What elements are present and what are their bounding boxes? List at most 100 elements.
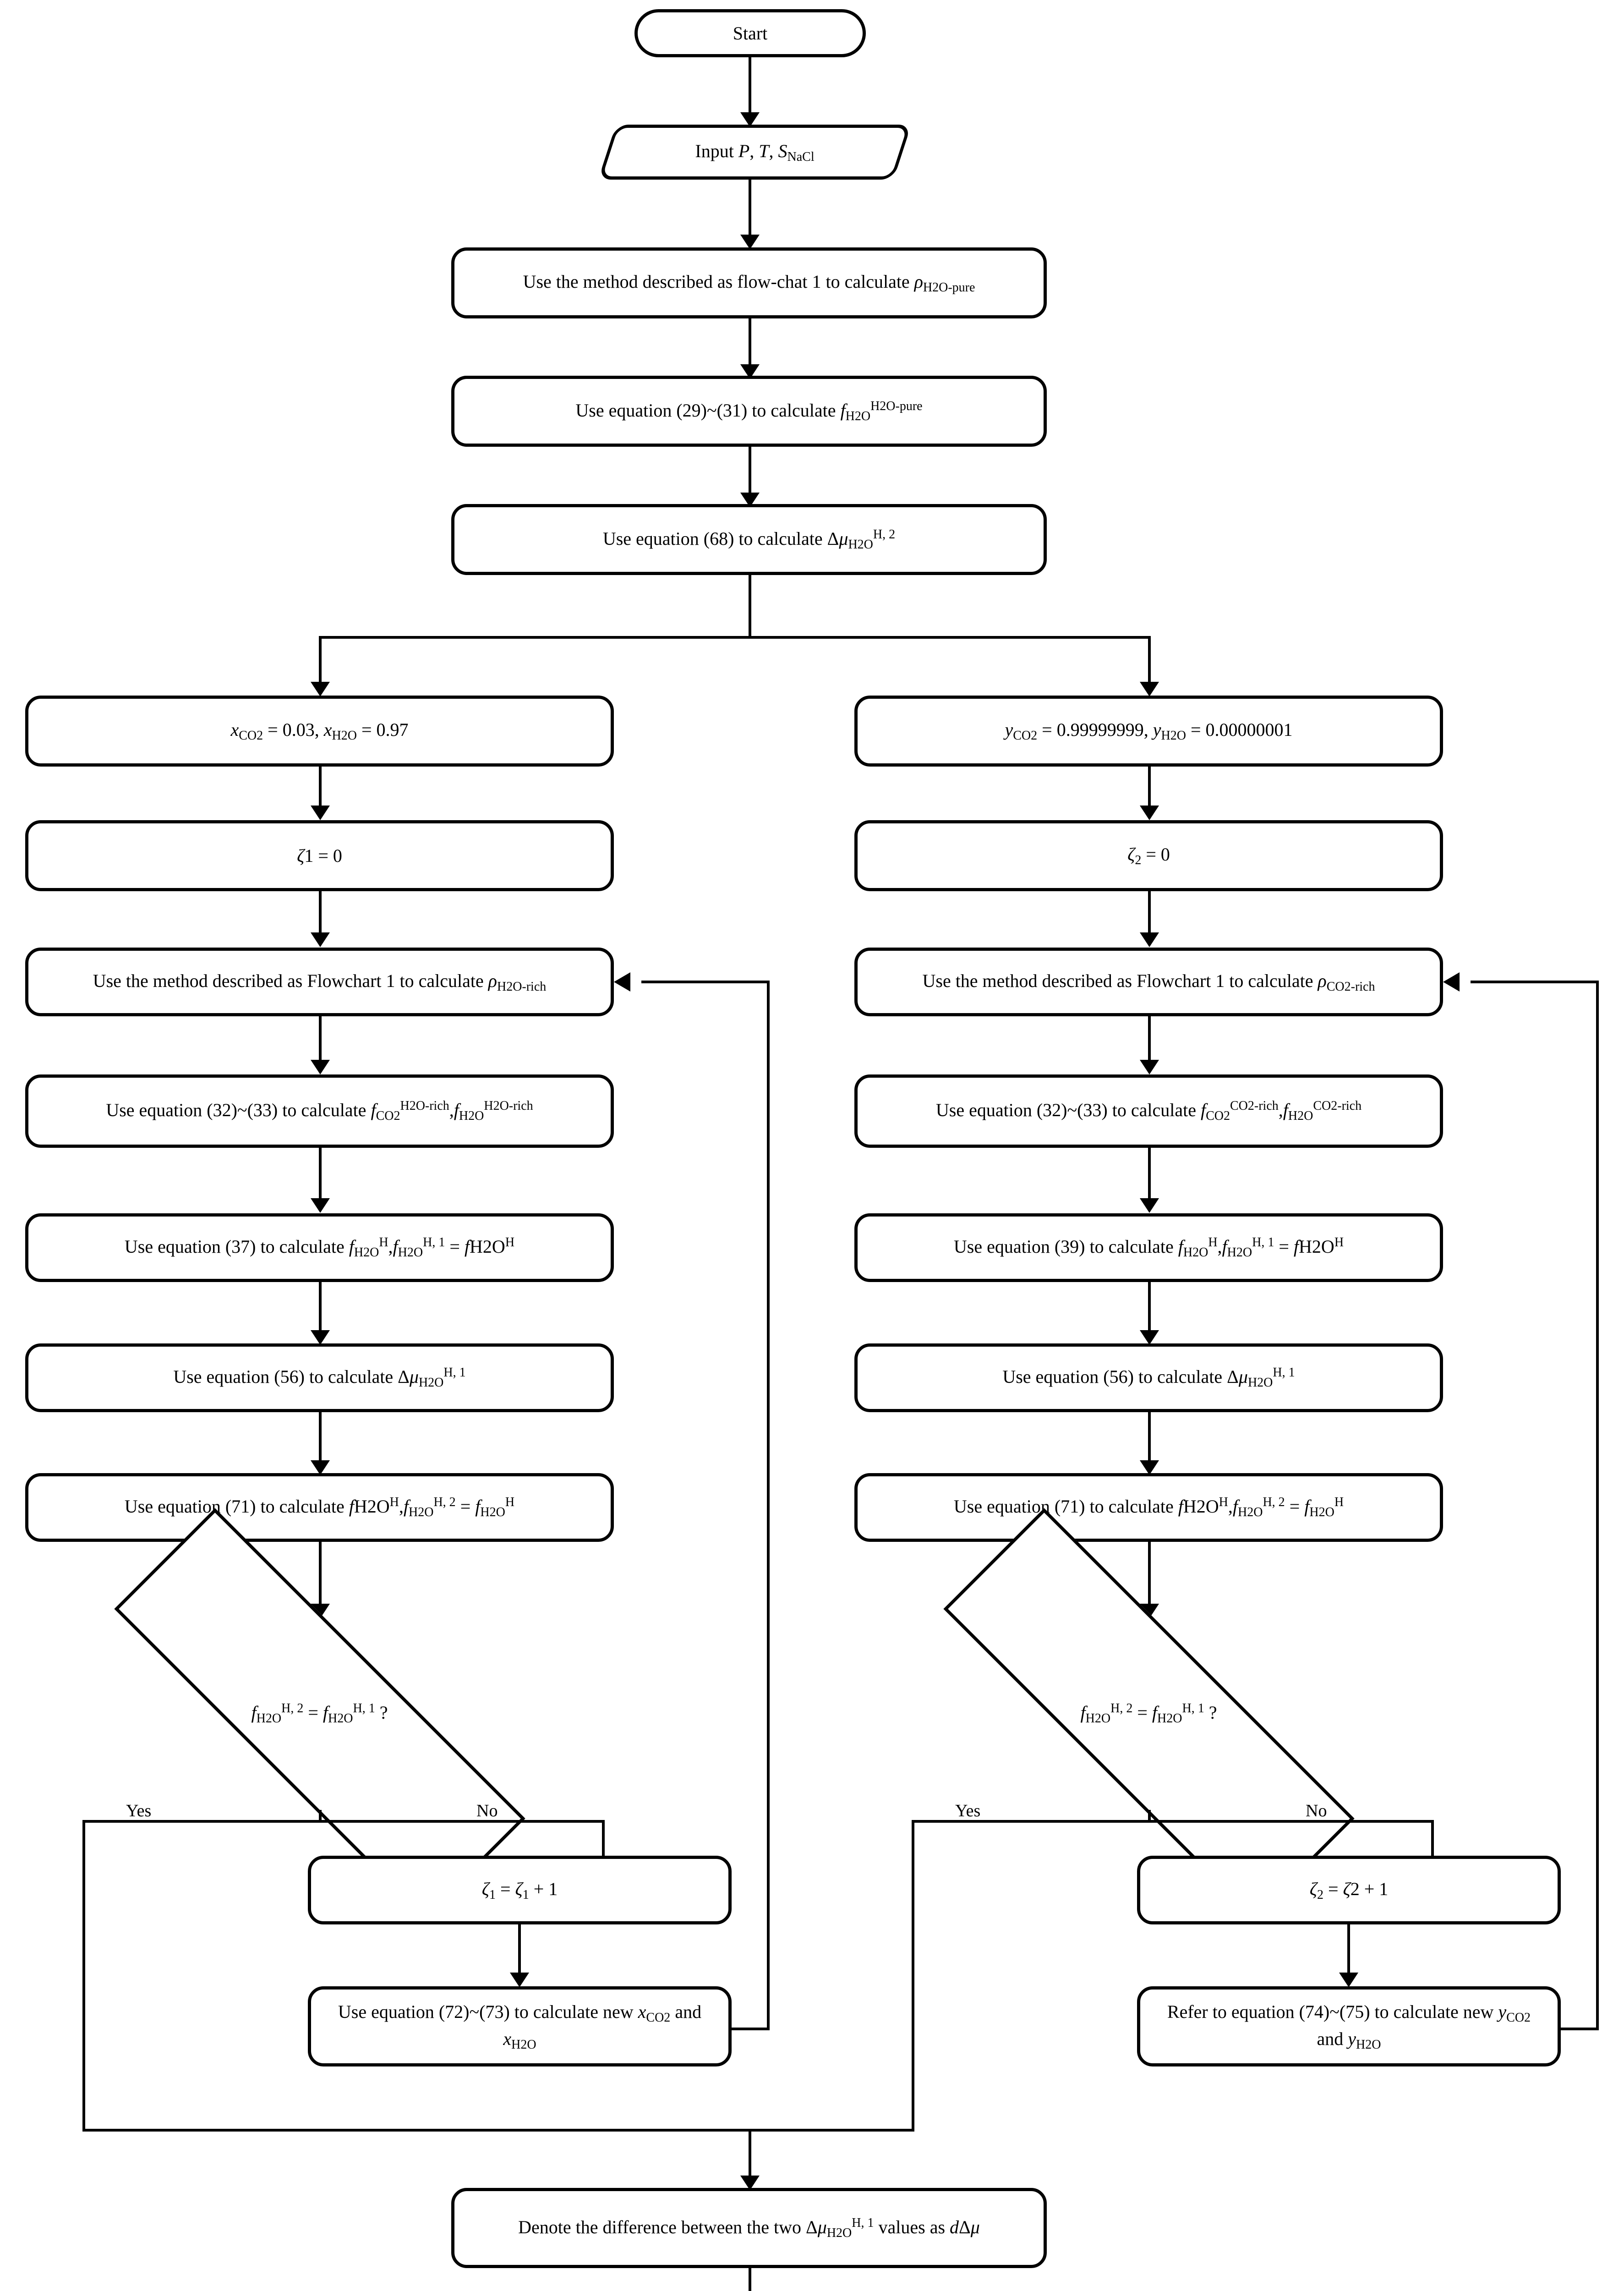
node-left-zeta-inc-label: ζ1 = ζ1 + 1 <box>481 1878 558 1902</box>
arrowhead-left-f3233 <box>311 1060 330 1074</box>
left-yes-bottom <box>82 2129 751 2132</box>
arrowhead-input <box>740 112 760 127</box>
node-left-zeta0[interactable]: ζ1 = 0 <box>25 820 614 891</box>
node-right-decision[interactable]: fH2OH, 2 = fH2OH, 1 ? <box>843 1508 1454 1919</box>
arrowhead-left-f71 <box>311 1460 330 1475</box>
arrowhead-left-newx <box>510 1973 529 1987</box>
node-left-f3233-label: Use equation (32)~(33) to calculate fCO2… <box>106 1099 533 1124</box>
edge-rho-pure-to-f-pure <box>749 318 751 369</box>
left-edge-label-yes: Yes <box>126 1801 152 1820</box>
arrowhead-right-feedback <box>1443 972 1460 992</box>
arrowhead-right-zeta0 <box>1140 806 1159 820</box>
node-right-f39[interactable]: Use equation (39) to calculate fH2OH,fH2… <box>854 1213 1443 1282</box>
edge-start-to-input <box>749 57 751 117</box>
edge-left-f71-to-dec <box>319 1542 322 1608</box>
node-right-f3233[interactable]: Use equation (32)~(33) to calculate fCO2… <box>854 1074 1443 1148</box>
node-right-rho[interactable]: Use the method described as Flowchart 1 … <box>854 948 1443 1016</box>
node-left-dmu56-label: Use equation (56) to calculate ΔμH2OH, 1 <box>173 1365 466 1390</box>
left-edge-label-no: No <box>476 1801 498 1820</box>
node-left-init[interactable]: xCO2 = 0.03, xH2O = 0.97 <box>25 696 614 767</box>
node-right-zeta0-label: ζ2 = 0 <box>1127 844 1170 868</box>
node-left-dmu56[interactable]: Use equation (56) to calculate ΔμH2OH, 1 <box>25 1343 614 1412</box>
node-right-dmu56[interactable]: Use equation (56) to calculate ΔμH2OH, 1 <box>854 1343 1443 1412</box>
node-right-decision-label: fH2OH, 2 = fH2OH, 1 ? <box>1080 1701 1217 1726</box>
fork-stem <box>749 575 751 637</box>
edge-f-pure-to-dmu <box>749 447 751 497</box>
right-yes-rail <box>912 1820 914 2132</box>
arrowhead-rho-pure <box>740 235 760 249</box>
right-no-drop <box>1431 1820 1434 1857</box>
fork-bus <box>319 636 1151 639</box>
fork-left-drop <box>319 636 322 686</box>
edge-right-zetainc-to-newy <box>1347 1924 1350 1977</box>
node-input-label: Input P, T, SNaCl <box>695 140 815 164</box>
edge-right-rho-to-f3233 <box>1148 1016 1151 1064</box>
left-feedback-out <box>732 2028 770 2030</box>
node-left-rho[interactable]: Use the method described as Flowchart 1 … <box>25 948 614 1016</box>
node-left-zeta0-label: ζ1 = 0 <box>297 845 342 866</box>
node-right-zeta0[interactable]: ζ2 = 0 <box>854 820 1443 891</box>
left-feedback-rail <box>767 981 770 2029</box>
right-yes-bottom <box>745 2129 914 2132</box>
node-left-f37[interactable]: Use equation (37) to calculate fH2OH,fH2… <box>25 1213 614 1282</box>
node-right-f71-label: Use equation (71) to calculate fH2OH,fH2… <box>953 1495 1344 1520</box>
arrowhead-right-dmu56 <box>1140 1330 1159 1345</box>
node-right-f3233-label: Use equation (32)~(33) to calculate fCO2… <box>935 1099 1362 1124</box>
node-left-f71-label: Use equation (71) to calculate fH2OH,fH2… <box>124 1495 515 1520</box>
arrowhead-right-f71 <box>1140 1460 1159 1475</box>
node-rho-pure[interactable]: Use the method described as flow-chat 1 … <box>451 247 1047 318</box>
node-left-zeta-inc[interactable]: ζ1 = ζ1 + 1 <box>308 1856 732 1924</box>
node-right-f71[interactable]: Use equation (71) to calculate fH2OH,fH2… <box>854 1473 1443 1542</box>
node-left-f3233[interactable]: Use equation (32)~(33) to calculate fCO2… <box>25 1074 614 1148</box>
arrowhead-left-rho <box>311 932 330 947</box>
node-left-f71[interactable]: Use equation (71) to calculate fH2OH,fH2… <box>25 1473 614 1542</box>
node-right-zeta-inc[interactable]: ζ2 = ζ2 + 1 <box>1137 1856 1561 1924</box>
node-right-init[interactable]: yCO2 = 0.99999999, yH2O = 0.00000001 <box>854 696 1443 767</box>
node-denote[interactable]: Denote the difference between the two Δμ… <box>451 2188 1047 2268</box>
node-right-new-y-label: Refer to equation (74)~(75) to calculate… <box>1167 2001 1531 2052</box>
node-left-decision-label: fH2OH, 2 = fH2OH, 1 ? <box>251 1701 388 1726</box>
arrowhead-left-dmu56 <box>311 1330 330 1345</box>
edge-right-f3233-to-f39 <box>1148 1148 1151 1203</box>
edge-right-init-to-zeta0 <box>1148 767 1151 810</box>
node-left-f37-label: Use equation (37) to calculate fH2OH,fH2… <box>124 1235 515 1260</box>
node-right-dmu56-label: Use equation (56) to calculate ΔμH2OH, 1 <box>1002 1365 1295 1390</box>
edge-right-zeta0-to-rho <box>1148 891 1151 937</box>
node-left-new-x[interactable]: Use equation (72)~(73) to calculate new … <box>308 1986 732 2066</box>
node-right-rho-label: Use the method described as Flowchart 1 … <box>922 970 1375 994</box>
arrowhead-left-init <box>311 682 330 696</box>
node-left-decision[interactable]: fH2OH, 2 = fH2OH, 1 ? <box>14 1508 625 1919</box>
arrowhead-left-zeta0 <box>311 806 330 820</box>
edge-right-dmu56-to-f71 <box>1148 1412 1151 1465</box>
right-dec-bottom-stem <box>1148 1810 1151 1821</box>
node-rho-pure-label: Use the method described as flow-chat 1 … <box>523 271 975 295</box>
edge-left-f3233-to-f37 <box>319 1148 322 1203</box>
node-right-zeta-inc-label: ζ2 = ζ2 + 1 <box>1309 1878 1389 1902</box>
edge-left-zetainc-to-newx <box>518 1924 521 1977</box>
arrowhead-right-rho <box>1140 932 1159 947</box>
node-right-init-label: yCO2 = 0.99999999, yH2O = 0.00000001 <box>1005 719 1293 743</box>
fork-right-drop <box>1148 636 1151 686</box>
node-input[interactable]: Input P, T, SNaCl <box>598 125 912 180</box>
node-dmu-h2[interactable]: Use equation (68) to calculate ΔμH2OH, 2 <box>451 504 1047 575</box>
node-start[interactable]: Start <box>634 9 866 57</box>
arrowhead-right-f3233 <box>1140 1060 1159 1074</box>
arrowhead-left-feedback <box>614 972 630 992</box>
node-right-new-y[interactable]: Refer to equation (74)~(75) to calculate… <box>1137 1986 1561 2066</box>
edge-right-f71-to-dec <box>1148 1542 1151 1608</box>
node-f-pure[interactable]: Use equation (29)~(31) to calculate fH2O… <box>451 376 1047 447</box>
edge-denote-to-output <box>749 2268 751 2291</box>
edge-right-f39-to-dmu56 <box>1148 1282 1151 1335</box>
merge-stem <box>749 2129 751 2179</box>
edge-left-rho-to-f3233 <box>319 1016 322 1064</box>
right-edge-label-no: No <box>1306 1801 1327 1820</box>
left-feedback-in <box>641 981 770 983</box>
arrowhead-right-init <box>1140 682 1159 696</box>
node-start-label: Start <box>733 22 768 44</box>
node-right-f39-label: Use equation (39) to calculate fH2OH,fH2… <box>953 1235 1344 1260</box>
node-dmu-h2-label: Use equation (68) to calculate ΔμH2OH, 2 <box>602 527 896 552</box>
left-yes-rail <box>82 1820 85 2132</box>
edge-left-dmu56-to-f71 <box>319 1412 322 1465</box>
edge-left-f37-to-dmu56 <box>319 1282 322 1335</box>
